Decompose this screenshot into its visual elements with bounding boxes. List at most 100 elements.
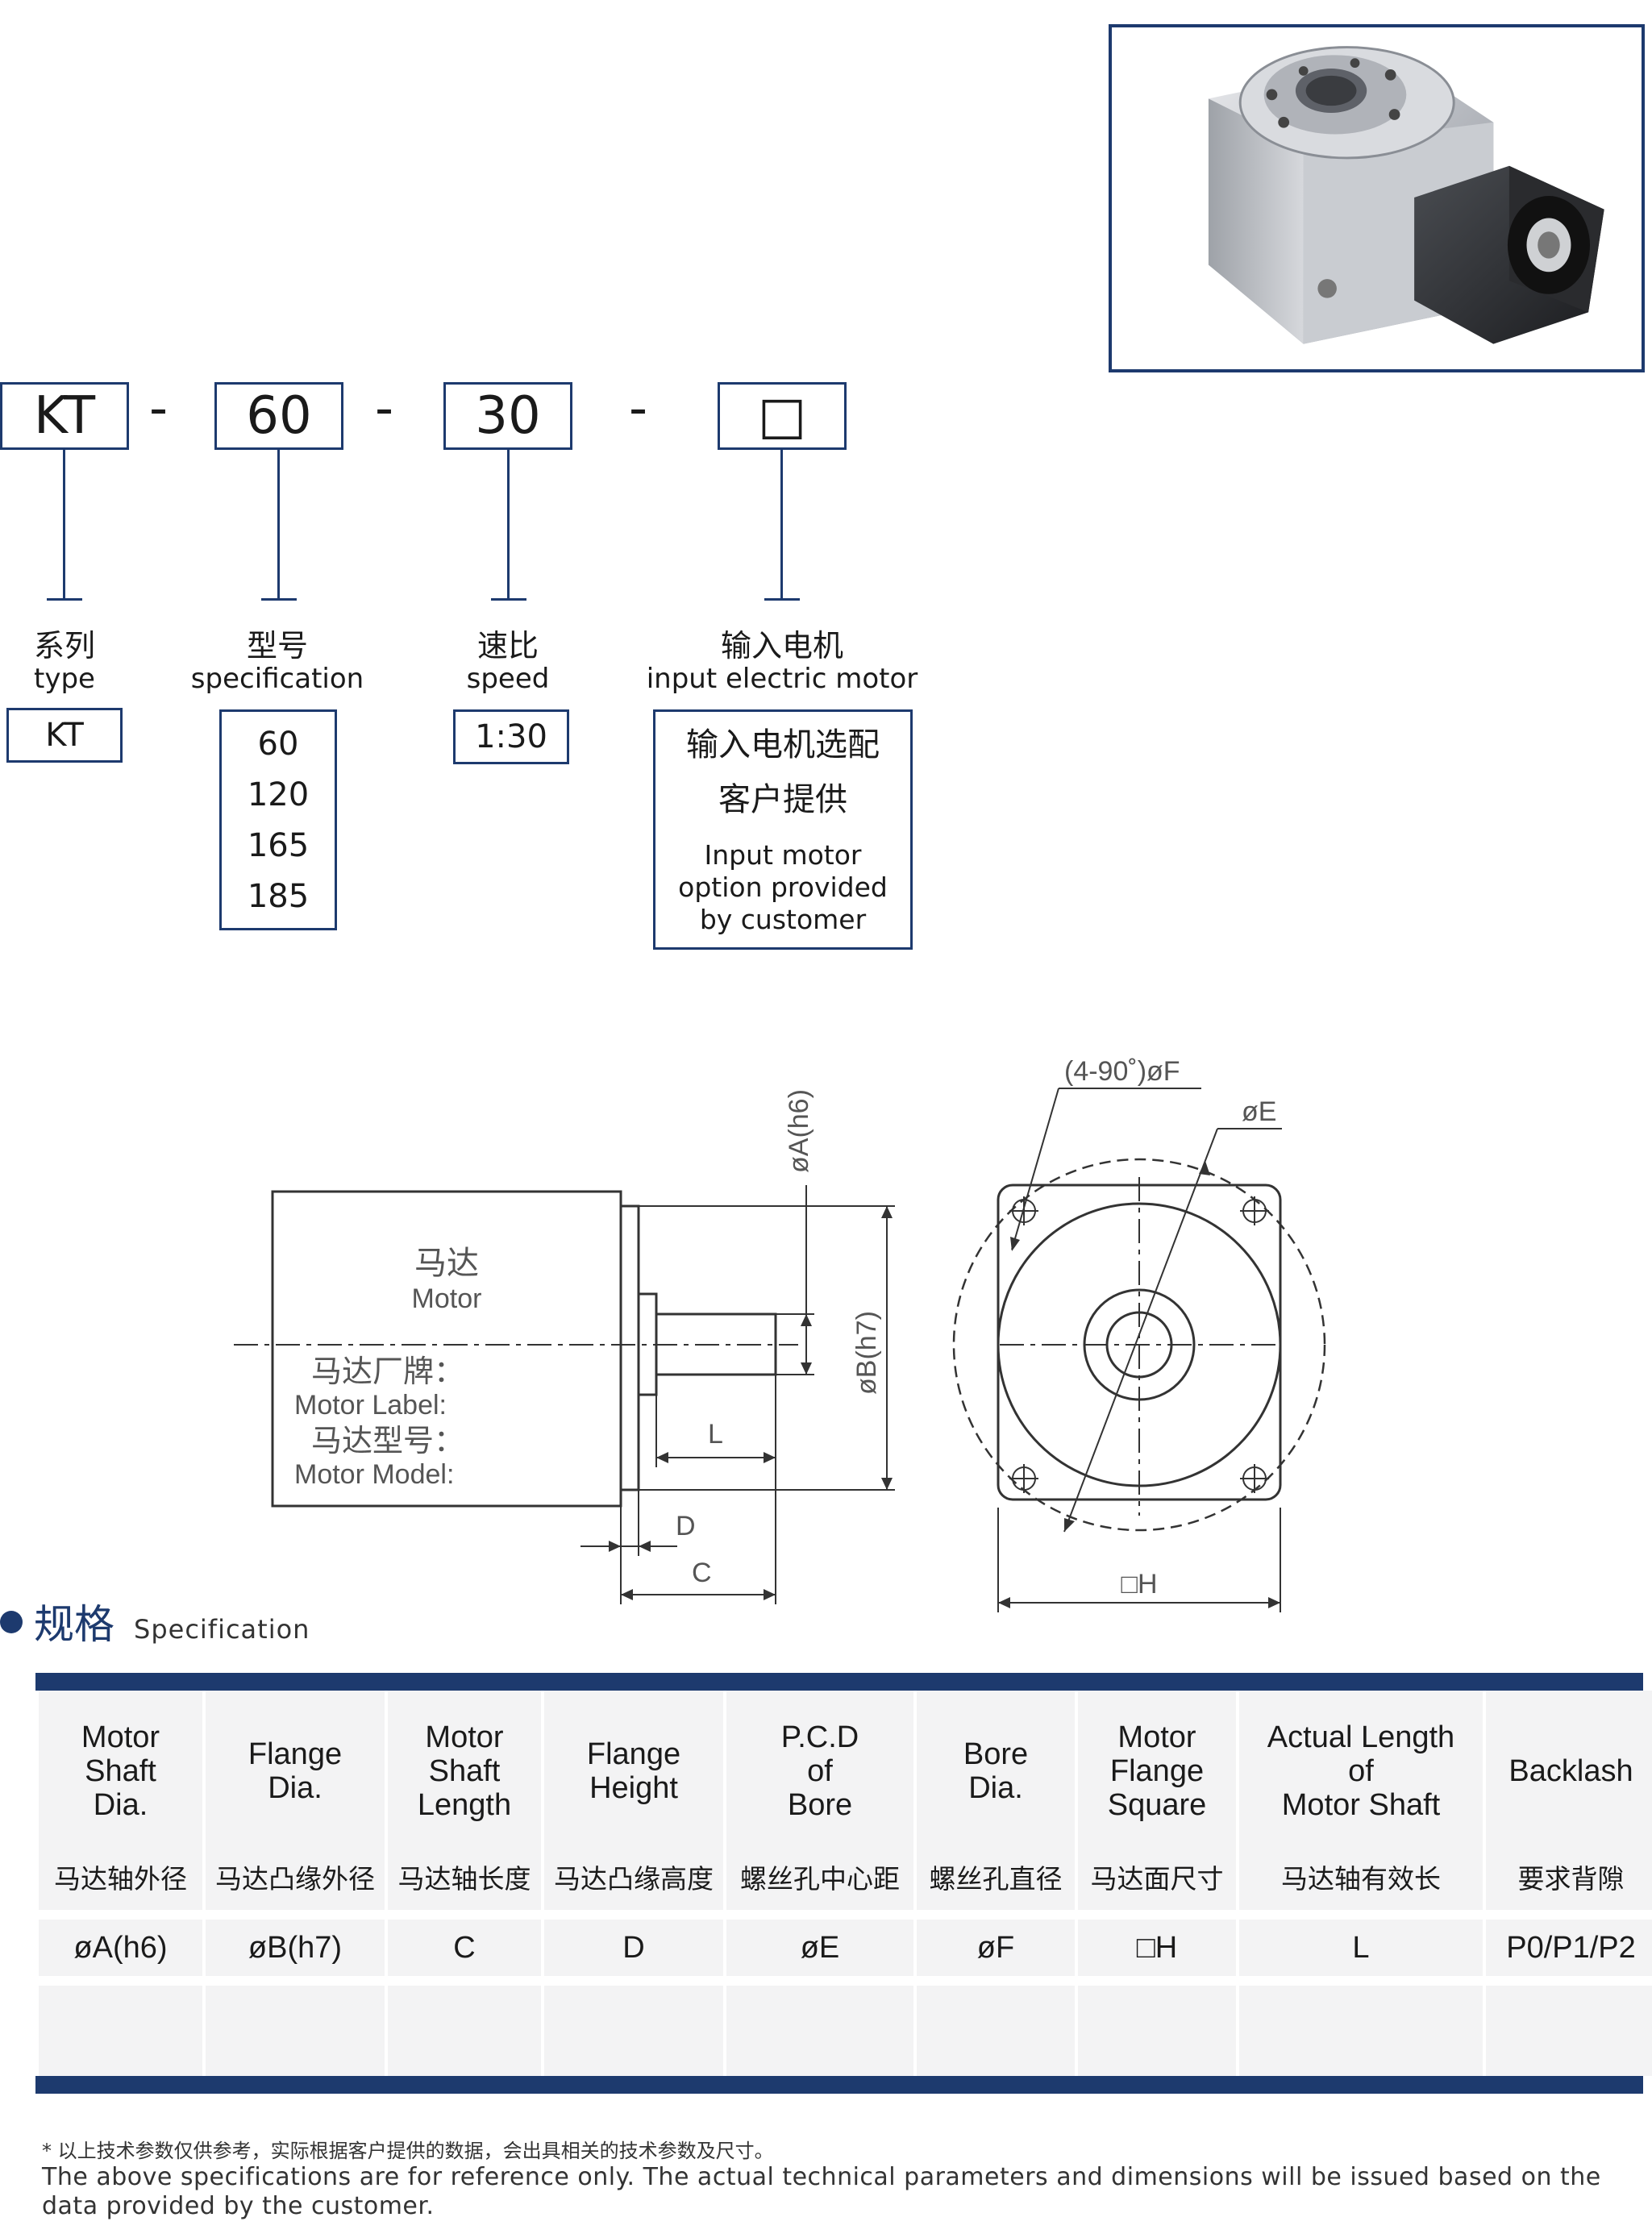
code-speed-box: 30 bbox=[443, 382, 572, 450]
stem-series bbox=[63, 450, 65, 600]
table-header-cn-row: 马达轴外径 马达凸缘外径 马达轴长度 马达凸缘高度 螺丝孔中心距 螺丝孔直径 马… bbox=[39, 1844, 1652, 1910]
code-series-box: KT bbox=[0, 382, 129, 450]
bullet-dot-icon bbox=[0, 1611, 23, 1633]
code-motor-text: □ bbox=[757, 386, 807, 446]
table-value-cell bbox=[1239, 1986, 1483, 2076]
stem-speed bbox=[507, 450, 510, 600]
footnote-en: The above specifications are for referen… bbox=[42, 2163, 1601, 2220]
code-motor-box: □ bbox=[718, 382, 847, 450]
motor-front-view bbox=[952, 1088, 1326, 1612]
table-value-cell bbox=[206, 1986, 385, 2076]
table-symbol-row: øA(h6) øB(h7) C D øE øF □H L P0/P1/P2 bbox=[39, 1920, 1652, 1976]
label-motor-cn: 输入电机 bbox=[720, 628, 843, 663]
code-speed-text: 30 bbox=[475, 386, 541, 446]
dim-e-label: øE bbox=[1242, 1096, 1276, 1127]
label-spec-en: specification bbox=[190, 663, 364, 695]
table-value-cell bbox=[726, 1986, 913, 2076]
label-speed-en: speed bbox=[466, 663, 550, 695]
dim-a-label: øA(h6) bbox=[784, 1089, 814, 1173]
table-symbol-cell: øF bbox=[917, 1920, 1075, 1976]
dim-f-label: (4-90˚)øF bbox=[1064, 1056, 1180, 1087]
option-spec-value: 185 bbox=[247, 877, 310, 915]
option-motor-en-line: option provided bbox=[678, 871, 888, 903]
drawing-model-en: Motor Model: bbox=[294, 1459, 454, 1490]
option-series-value: KT bbox=[45, 717, 84, 754]
table-value-row bbox=[39, 1986, 1652, 2076]
label-series-cn: 系列 bbox=[33, 628, 95, 663]
option-series-box: KT bbox=[6, 708, 123, 763]
table-bottom-bar bbox=[35, 2076, 1643, 2094]
table-top-bar bbox=[35, 1673, 1643, 1691]
technical-drawing: 马达 Motor 马达厂牌： Motor Label: 马达型号： Motor … bbox=[234, 1056, 1326, 1612]
stem-foot bbox=[47, 598, 82, 601]
option-spec-value: 60 bbox=[257, 725, 299, 763]
table-value-cell bbox=[1486, 1986, 1652, 2076]
motor-side-view bbox=[234, 1185, 895, 1604]
table-header-cn-cell: 要求背隙 bbox=[1486, 1844, 1652, 1910]
option-speed-value: 1:30 bbox=[475, 718, 547, 755]
table-symbol-cell: D bbox=[544, 1920, 723, 1976]
option-motor-cn-line: 输入电机选配 bbox=[686, 726, 880, 763]
option-spec-value: 120 bbox=[247, 776, 310, 813]
stem-motor bbox=[780, 450, 783, 600]
stem-spec bbox=[277, 450, 280, 600]
table-header-cn-cell: 马达面尺寸 bbox=[1078, 1844, 1236, 1910]
code-separator: - bbox=[149, 379, 169, 439]
dim-d-label: D bbox=[676, 1511, 696, 1541]
table-header-cn-cell: 马达轴长度 bbox=[388, 1844, 541, 1910]
code-spec-text: 60 bbox=[246, 386, 312, 446]
table-header-cn-cell: 螺丝孔直径 bbox=[917, 1844, 1075, 1910]
option-motor-cn-line: 客户提供 bbox=[718, 781, 847, 818]
table-header-cn-cell: 马达轴有效长 bbox=[1239, 1844, 1483, 1910]
footnote-cn: * 以上技术参数仅供参考，实际根据客户提供的数据，会出具相关的技术参数及尺寸。 bbox=[42, 2140, 774, 2162]
code-spec-box: 60 bbox=[214, 382, 343, 450]
table-symbol-cell: □H bbox=[1078, 1920, 1236, 1976]
drawing-label-en: Motor Label: bbox=[294, 1390, 447, 1421]
option-motor-box: 输入电机选配 客户提供 Input motor option provided … bbox=[653, 709, 913, 950]
dim-h-label: □H bbox=[1121, 1569, 1157, 1599]
footnote: * 以上技术参数仅供参考，实际根据客户提供的数据，会出具相关的技术参数及尺寸。 … bbox=[42, 2135, 1622, 2221]
table-header-cn-cell: 马达凸缘外径 bbox=[206, 1844, 385, 1910]
table-symbol-cell: L bbox=[1239, 1920, 1483, 1976]
table-symbol-cell: øB(h7) bbox=[206, 1920, 385, 1976]
label-series-en: type bbox=[34, 663, 95, 695]
label-motor-en: input electric motor bbox=[646, 663, 918, 695]
label-speed-cn: 速比 bbox=[476, 628, 539, 663]
drawing-motor-cn: 马达 bbox=[414, 1245, 479, 1282]
table-header-cn-cell: 马达轴外径 bbox=[39, 1844, 202, 1910]
stem-foot bbox=[491, 598, 526, 601]
spec-heading: 规格 Specification bbox=[0, 1592, 310, 1649]
label-spec-cn: 型号 bbox=[246, 628, 308, 663]
dim-c-label: C bbox=[692, 1558, 712, 1588]
option-motor-en-line: Input motor bbox=[704, 839, 862, 871]
code-series-text: KT bbox=[33, 386, 96, 446]
option-motor-en-line: by customer bbox=[699, 904, 867, 935]
table-header-cell: Backlash bbox=[1486, 1691, 1652, 1844]
table-header-cn-cell: 螺丝孔中心距 bbox=[726, 1844, 913, 1910]
table-value-cell bbox=[1078, 1986, 1236, 2076]
table-symbol-cell: øE bbox=[726, 1920, 913, 1976]
table-value-cell bbox=[39, 1986, 202, 2076]
option-spec-box: 60 120 165 185 bbox=[219, 709, 337, 930]
table-value-cell bbox=[917, 1986, 1075, 2076]
option-speed-box: 1:30 bbox=[453, 709, 569, 764]
drawing-model-cn: 马达型号： bbox=[311, 1423, 464, 1458]
drawing-label-cn: 马达厂牌： bbox=[311, 1354, 464, 1389]
dim-b-label: øB(h7) bbox=[851, 1311, 882, 1395]
product-photo bbox=[1109, 24, 1645, 372]
code-separator: - bbox=[629, 379, 648, 439]
table-value-cell bbox=[388, 1986, 541, 2076]
drawing-motor-en: Motor bbox=[412, 1283, 482, 1314]
table-header-cn-cell: 马达凸缘高度 bbox=[544, 1844, 723, 1910]
code-separator: - bbox=[375, 379, 394, 439]
spec-title-cn: 规格 bbox=[34, 1601, 114, 1648]
table-symbol-cell: øA(h6) bbox=[39, 1920, 202, 1976]
spec-title-en: Specification bbox=[134, 1614, 310, 1645]
